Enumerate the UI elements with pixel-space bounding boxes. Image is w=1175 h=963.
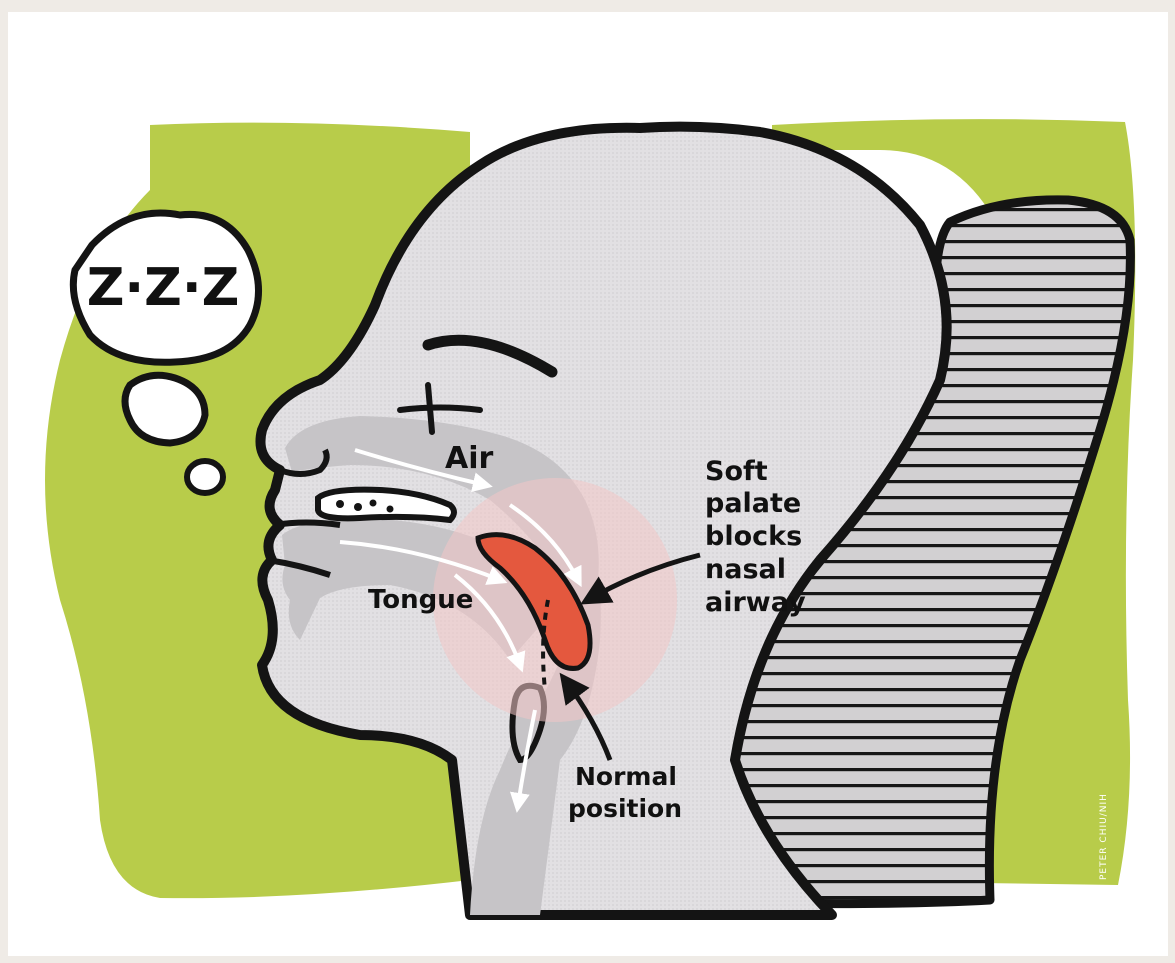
air-label: Air [445, 441, 494, 476]
soft-palate-label-line-1: Soft [705, 456, 768, 487]
tongue-label: Tongue [368, 585, 473, 615]
normal-position-label-line-1: Normal [575, 762, 677, 791]
soft-palate-label-line-2: palate [705, 488, 801, 519]
soft-palate-label-line-5: airway [705, 587, 806, 618]
normal-position-label-line-2: position [568, 794, 682, 823]
zzz-text: Z·Z·Z [87, 258, 240, 318]
thought-bubble-tiny [187, 461, 223, 493]
illustration-credit: PETER CHIU/NIH [1099, 793, 1109, 880]
soft-palate-label-line-4: nasal [705, 554, 786, 585]
soft-palate-label-line-3: blocks [705, 521, 802, 552]
thought-bubble-small [125, 375, 205, 443]
